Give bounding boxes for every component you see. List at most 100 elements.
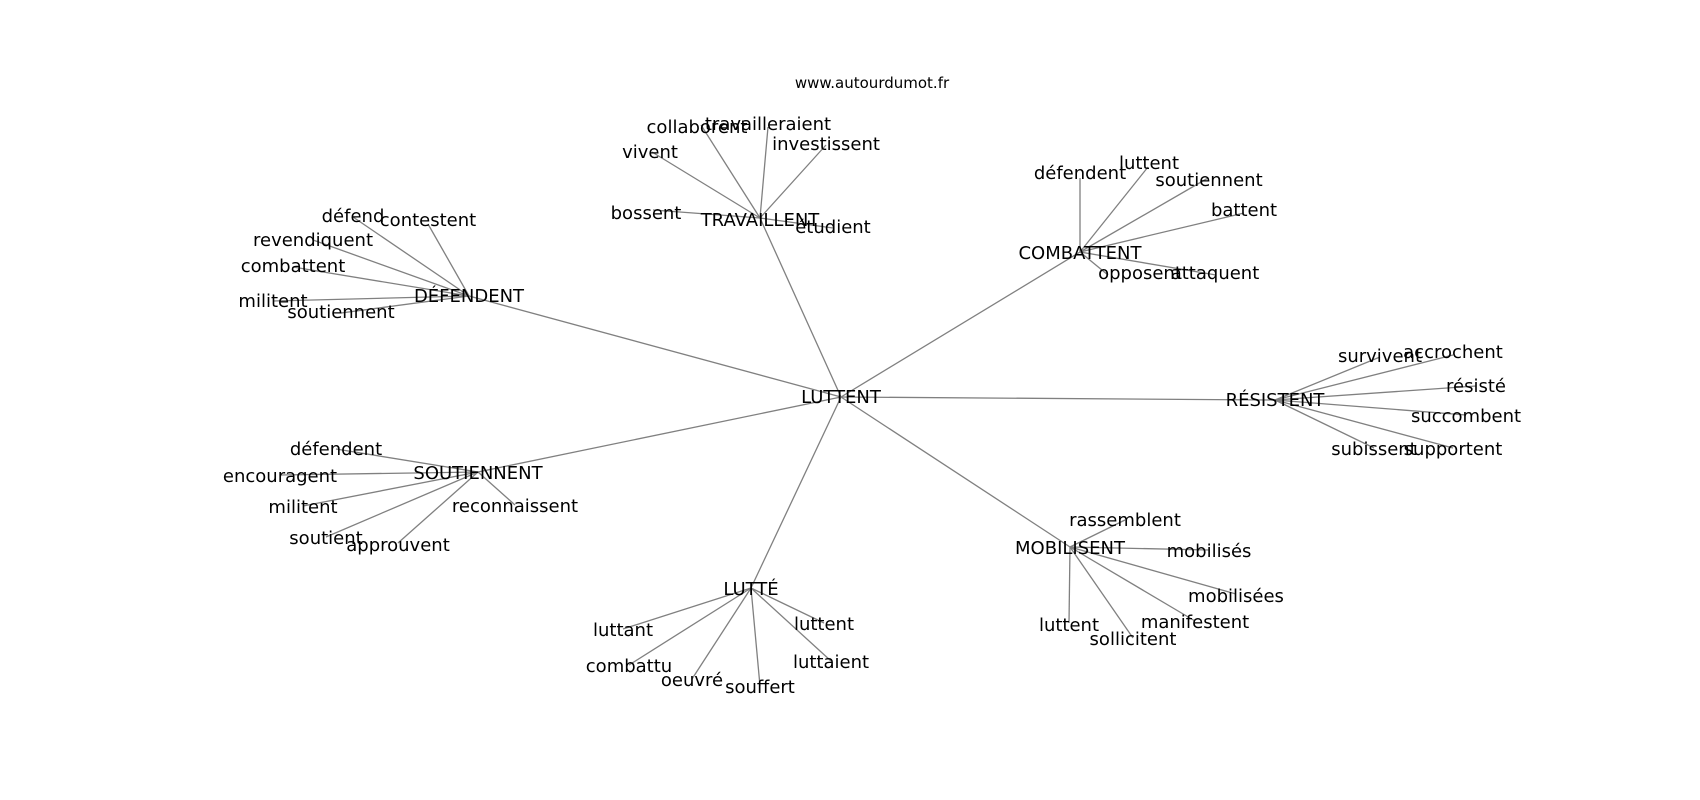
- edge-2-2: [312, 239, 470, 297]
- leaf-node-label: bossent: [611, 203, 682, 224]
- leaf-node-label: manifestent: [1141, 612, 1249, 633]
- leaf-node-label: encouragent: [223, 466, 337, 487]
- leaf-node-label: luttaient: [793, 652, 869, 673]
- edge-1-2: [1079, 177, 1209, 253]
- edge-3-2: [1274, 385, 1477, 401]
- edge-center-3: [840, 396, 1276, 401]
- edge-1-3: [1079, 212, 1245, 253]
- edge-0-4: [652, 209, 761, 219]
- edge-2-5: [340, 295, 470, 314]
- leaf-node-label: investissent: [772, 134, 880, 155]
- edge-6-3: [750, 587, 832, 662]
- leaf-node-label: résisté: [1446, 376, 1506, 397]
- hub-node-label: MOBILISENT: [1015, 538, 1126, 559]
- leaf-node-label: travailleraient: [705, 114, 831, 135]
- edge-2-4: [272, 295, 470, 302]
- watermark: www.autourdumot.fr: [795, 74, 950, 92]
- leaf-node-label: reconnaissent: [452, 496, 578, 517]
- edges: [272, 124, 1477, 687]
- leaf-node-label: soutiennent: [287, 302, 394, 323]
- center-node-label: LUTTENT: [801, 387, 882, 408]
- leaf-node-label: étudient: [795, 217, 871, 238]
- edge-6-4: [691, 587, 752, 680]
- edge-center-2: [468, 295, 842, 398]
- leaf-node-label: opposent: [1098, 263, 1182, 284]
- edge-2-1: [427, 223, 470, 297]
- edge-4-5: [397, 471, 479, 544]
- edge-center-0: [759, 217, 842, 398]
- leaf-node-label: survivent: [1338, 346, 1422, 367]
- leaf-node-label: collaborent: [647, 117, 748, 138]
- edge-0-5: [759, 217, 834, 229]
- leaf-node-label: subissent: [1331, 439, 1417, 460]
- labels: LUTTENT TRAVAILLENT collaborenttravaillera…: [223, 114, 1521, 698]
- leaf-node-label: luttent: [1039, 615, 1099, 636]
- leaf-node-label: défendent: [290, 439, 382, 460]
- leaf-node-label: combattu: [586, 656, 672, 677]
- edge-5-1: [1069, 546, 1210, 551]
- edge-3-4: [1274, 399, 1375, 449]
- edge-3-5: [1274, 399, 1454, 449]
- hub-node-label: COMBATTENT: [1018, 243, 1142, 264]
- edge-3-0: [1274, 356, 1381, 401]
- leaf-node-label: approuvent: [346, 535, 450, 556]
- hub-node-label: DÉFENDENT: [414, 285, 525, 307]
- edge-0-0: [700, 124, 761, 219]
- leaf-node-label: mobilisés: [1167, 541, 1252, 562]
- leaf-node-label: succombent: [1411, 406, 1521, 427]
- leaf-node-label: soutiennent: [1155, 170, 1262, 191]
- edge-0-2: [759, 144, 827, 219]
- edge-center-1: [840, 251, 1081, 398]
- leaf-node-label: défendent: [1034, 163, 1126, 184]
- edge-center-6: [750, 396, 842, 589]
- edge-5-0: [1069, 519, 1126, 548]
- edge-5-5: [1069, 546, 1134, 639]
- edge-center-5: [840, 396, 1071, 548]
- edge-4-2: [302, 471, 479, 507]
- edge-2-0: [352, 216, 470, 297]
- leaf-node-label: supportent: [1404, 439, 1503, 460]
- leaf-node-label: souffert: [725, 677, 795, 698]
- edge-6-1: [750, 587, 825, 624]
- edge-center-4: [477, 396, 842, 473]
- edge-1-4: [1079, 251, 1109, 276]
- edge-5-2: [1069, 546, 1237, 595]
- leaf-node-label: luttant: [593, 620, 653, 641]
- edge-6-5: [750, 587, 761, 687]
- edge-1-5: [1079, 251, 1217, 276]
- edge-3-1: [1274, 354, 1454, 401]
- leaf-node-label: militent: [268, 497, 337, 518]
- leaf-node-label: sollicitent: [1090, 629, 1177, 650]
- leaf-node-label: battent: [1211, 200, 1277, 221]
- edge-2-3: [292, 266, 470, 297]
- leaf-node-label: soutient: [289, 528, 362, 549]
- edge-5-3: [1069, 546, 1196, 622]
- leaf-node-label: luttent: [1119, 153, 1179, 174]
- leaf-node-label: défend: [322, 206, 385, 227]
- edge-6-2: [628, 587, 752, 666]
- edge-6-0: [622, 587, 752, 630]
- edge-0-3: [651, 151, 761, 219]
- leaf-node-label: attaquent: [1171, 263, 1260, 284]
- leaf-node-label: combattent: [241, 256, 346, 277]
- leaf-node-label: luttent: [794, 614, 854, 635]
- leaf-node-label: accrochent: [1403, 342, 1503, 363]
- edge-1-1: [1079, 166, 1149, 253]
- edge-4-3: [477, 471, 516, 506]
- edge-3-3: [1274, 399, 1467, 416]
- edge-4-1: [279, 471, 479, 476]
- edge-0-1: [759, 126, 769, 219]
- edge-5-4: [1068, 546, 1071, 624]
- leaf-node-label: militent: [238, 291, 307, 312]
- leaf-node-label: vivent: [622, 142, 678, 163]
- leaf-node-label: oeuvré: [661, 670, 723, 691]
- leaf-node-label: revendiquent: [253, 230, 373, 251]
- leaf-node-label: mobilisées: [1188, 586, 1284, 607]
- edge-4-0: [335, 448, 479, 473]
- hub-node-label: TRAVAILLENT: [700, 210, 821, 231]
- leaf-node-label: rassemblent: [1069, 510, 1181, 531]
- hub-node-label: SOUTIENNENT: [413, 463, 543, 484]
- leaf-node-label: contestent: [380, 210, 476, 231]
- hub-node-label: RÉSISTENT: [1226, 389, 1326, 411]
